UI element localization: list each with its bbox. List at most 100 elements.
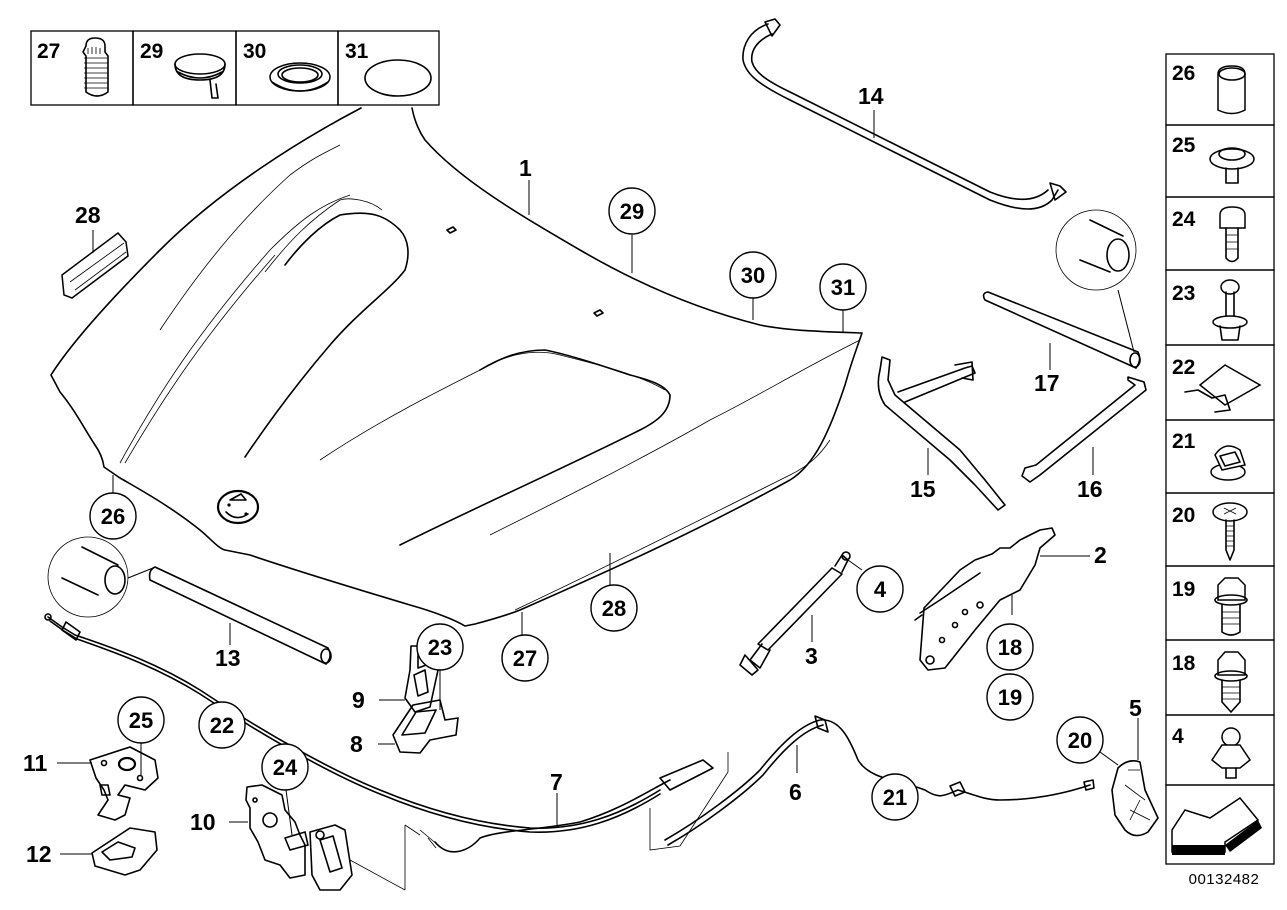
svg-text:23: 23 — [428, 635, 452, 660]
circled-callouts: 26 29 30 31 28 27 4 18 — [89, 187, 1104, 821]
emblem-icon — [216, 489, 260, 525]
expanding-rivet-icon — [1212, 279, 1248, 341]
sheet-metal-screw-icon — [1212, 502, 1248, 561]
cable-icon — [664, 719, 1091, 841]
bonnet-tab — [593, 309, 604, 317]
side-cell-22[interactable]: 22 — [1172, 356, 1262, 413]
top-cell-27[interactable]: 27 — [37, 37, 109, 97]
part-number-label: 23 — [1172, 282, 1195, 305]
leader-lines — [57, 110, 1119, 855]
top-cell-29[interactable]: 29 — [140, 40, 226, 99]
circle-callout-21[interactable]: 21 — [871, 773, 919, 821]
part-8-catch[interactable] — [392, 699, 459, 754]
part-6-cable[interactable] — [649, 715, 1095, 851]
part-number-label: 29 — [140, 40, 163, 63]
circle-callout-20[interactable]: 20 — [1056, 716, 1104, 764]
callout-11[interactable]: 11 — [23, 750, 48, 776]
side-cell-4[interactable]: 4 — [1172, 725, 1252, 779]
part-9-lock-plate[interactable] — [404, 645, 439, 713]
top-cell-30[interactable]: 30 — [243, 40, 331, 92]
part-12-cover[interactable] — [91, 827, 158, 876]
torx-hex-bolt-icon — [1214, 577, 1248, 636]
part-3-gas-strut[interactable] — [739, 551, 863, 676]
part-28-edge-guard[interactable] — [61, 231, 129, 299]
callout-7[interactable]: 7 — [550, 769, 563, 795]
part-2-hinge[interactable] — [914, 527, 1090, 671]
circle-callout-23[interactable]: 23 — [416, 623, 464, 671]
callout-16[interactable]: 16 — [1077, 476, 1103, 502]
circle-callout-18[interactable]: 18 — [986, 623, 1034, 671]
callout-12[interactable]: 12 — [26, 841, 52, 867]
callout-28-plain[interactable]: 28 — [75, 202, 101, 228]
circle-callout-19[interactable]: 19 — [986, 673, 1034, 721]
circle-callout-22[interactable]: 22 — [198, 701, 246, 749]
gas-strut-icon — [757, 567, 843, 651]
bonnet-crease — [489, 339, 861, 536]
bonnet-part-1[interactable] — [50, 107, 863, 627]
circle-callout-29[interactable]: 29 — [608, 187, 656, 235]
side-cell-23[interactable]: 23 — [1172, 279, 1248, 341]
circle-callout-30[interactable]: 30 — [729, 251, 777, 299]
part-7-cable[interactable] — [404, 759, 714, 890]
tube-icon — [982, 291, 1141, 369]
part-number-label: 27 — [37, 40, 60, 63]
circle-callout-31[interactable]: 31 — [819, 263, 867, 311]
svg-text:18: 18 — [998, 635, 1022, 660]
callout-17[interactable]: 17 — [1034, 370, 1060, 396]
side-cell-19[interactable]: 19 — [1172, 577, 1248, 636]
part-number-label: 4 — [1172, 725, 1184, 748]
part-22-release-cable[interactable] — [44, 613, 661, 833]
side-cell-20[interactable]: 20 — [1172, 502, 1248, 561]
callout-13[interactable]: 13 — [215, 645, 241, 671]
callout-2[interactable]: 2 — [1094, 542, 1107, 568]
svg-text:20: 20 — [1068, 728, 1092, 753]
circle-callout-28[interactable]: 28 — [590, 584, 638, 632]
part-14-seal[interactable] — [742, 18, 1067, 210]
callout-5[interactable]: 5 — [1129, 695, 1142, 721]
hook-icon — [89, 746, 159, 821]
part-10-bonnet-lock[interactable] — [245, 784, 406, 891]
callout-6[interactable]: 6 — [789, 779, 802, 805]
part-number-label: 26 — [1172, 62, 1195, 85]
part-number-label: 22 — [1172, 356, 1195, 379]
side-cell-26[interactable]: 26 — [1172, 62, 1246, 115]
side-cell-24[interactable]: 24 — [1172, 206, 1246, 263]
top-cell-31[interactable]: 31 — [345, 40, 432, 97]
svg-text:4: 4 — [874, 577, 887, 602]
part-11-hook[interactable] — [89, 746, 159, 821]
rubber-buffer-icon — [1217, 65, 1246, 115]
circle-callout-25[interactable]: 25 — [117, 696, 165, 744]
side-cell-25[interactable]: 25 — [1172, 134, 1255, 184]
callout-8[interactable]: 8 — [350, 731, 363, 757]
bonnet-crease — [119, 194, 351, 464]
direction-arrow — [1171, 796, 1262, 855]
part-15-seal-bracket[interactable] — [877, 356, 1006, 511]
callout-10[interactable]: 10 — [190, 809, 216, 835]
plain-callouts: 1 2 3 5 6 7 8 9 10 11 12 13 14 15 16 17 … — [23, 83, 1142, 867]
bump-stop-icon — [82, 37, 109, 97]
circle-callout-27[interactable]: 27 — [501, 634, 549, 682]
circle-callout-4[interactable]: 4 — [856, 565, 904, 613]
document-number: 00132482 — [1188, 871, 1260, 888]
assembly-bracket-line — [404, 824, 421, 890]
part-17-tube[interactable] — [982, 209, 1141, 369]
side-cell-18[interactable]: 18 — [1172, 651, 1248, 713]
circle-callout-24[interactable]: 24 — [261, 743, 309, 791]
clip-nut-icon — [1184, 364, 1262, 413]
circle-callout-26[interactable]: 26 — [89, 492, 137, 540]
side-cell-21[interactable]: 21 — [1172, 430, 1246, 481]
part-13-tube[interactable] — [47, 536, 332, 665]
callout-15[interactable]: 15 — [910, 476, 936, 502]
callout-3[interactable]: 3 — [805, 643, 818, 669]
bonnet-crease — [319, 351, 666, 461]
hinge-icon — [919, 527, 1056, 671]
edge-guard-icon — [61, 231, 129, 299]
callout-14[interactable]: 14 — [858, 83, 884, 109]
catch-icon — [392, 699, 459, 754]
bonnet-tab — [446, 226, 457, 234]
part-16-seal-strip[interactable] — [1021, 376, 1147, 483]
callout-9[interactable]: 9 — [352, 687, 365, 713]
part-5-release-handle[interactable] — [1111, 718, 1159, 837]
callout-1[interactable]: 1 — [519, 155, 532, 181]
